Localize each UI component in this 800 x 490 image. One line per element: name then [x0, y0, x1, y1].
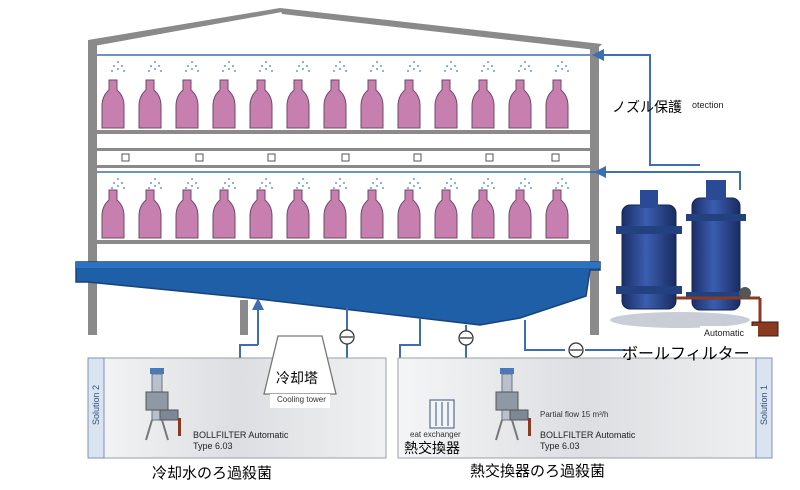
cooling-tower-label: 冷却塔 — [276, 371, 318, 387]
cooling-tower — [263, 335, 337, 408]
bottles-lower-row — [101, 189, 569, 239]
heat-exchanger — [429, 399, 455, 429]
spray-nozzles — [111, 61, 569, 189]
beam-markers — [121, 153, 560, 162]
label-background-automatic — [700, 326, 758, 339]
solution-2-label: Solution 2 — [91, 384, 101, 426]
right-filter-name: BOLLFILTER Automatic — [540, 430, 636, 440]
left-filter-type: Type 6.03 — [193, 441, 233, 451]
left-filter-name: BOLLFILTER Automatic — [193, 430, 289, 440]
bollfilter-units — [610, 180, 779, 337]
automatic-label: Automatic — [704, 328, 745, 338]
solution-panels — [87, 357, 773, 459]
collection-basin — [75, 261, 601, 326]
bottles-upper-row — [101, 79, 569, 129]
right-filter-type: Type 6.03 — [540, 441, 580, 451]
heat-exchanger-en-label: eat exchanger — [410, 430, 461, 439]
nozzle-lines — [97, 54, 590, 173]
heat-exchanger-label: 熱交換器 — [404, 441, 460, 457]
solution-1-label: Solution 1 — [759, 384, 769, 426]
bollfilter-label: ボールフィルター — [622, 344, 750, 363]
caption-right: 熱交換器のろ過殺菌 — [470, 462, 606, 480]
nozzle-protection-label: ノズル保護 — [612, 100, 682, 116]
caption-left: 冷却水のろ過殺菌 — [152, 464, 273, 482]
cooling-tower-en-label: Cooling tower — [277, 395, 326, 404]
panel-filters — [145, 367, 532, 441]
partial-flow-label: Partial flow 15 m³/h — [540, 410, 609, 419]
nozzle-protection-fragment: otection — [692, 100, 724, 110]
building-structure — [88, 8, 602, 335]
